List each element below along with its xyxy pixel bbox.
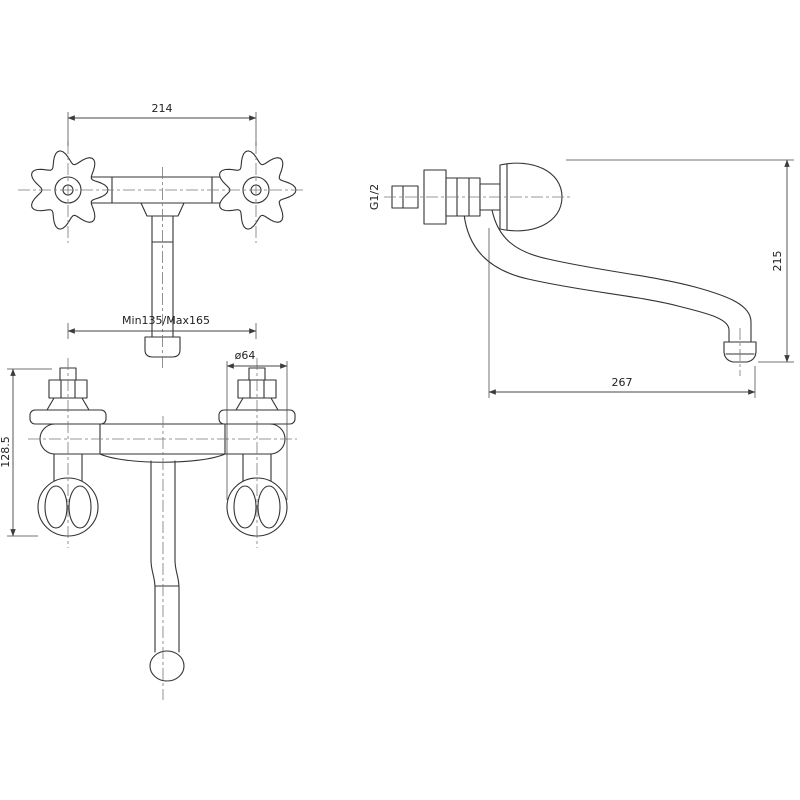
body (39, 423, 286, 483)
dimension-label-diameter: ø64 (235, 349, 256, 362)
left-handle-facet (68, 485, 92, 529)
dimension-label-thread: G1/2 (368, 184, 381, 210)
outlet-nozzle (144, 336, 181, 358)
dimension-spout-reach: 267 (488, 228, 756, 398)
body-bulge (99, 453, 226, 463)
dimension-label-214: 214 (152, 102, 173, 115)
dimension-connection-range: Min135/Max165 (67, 314, 257, 339)
spout (149, 460, 185, 682)
left-handle-facet (44, 485, 68, 529)
dimension-body-height: 128.5 (0, 368, 52, 537)
dimension-label-128-5: 128.5 (0, 436, 12, 468)
centerlines (28, 358, 297, 700)
centerlines (18, 142, 305, 368)
hex-nut (48, 379, 88, 399)
dimension-label-215: 215 (771, 251, 784, 272)
centerlines (384, 196, 741, 376)
collar (140, 202, 185, 217)
right-handle-facet (257, 485, 281, 529)
spout (463, 209, 757, 363)
right-handle-facet (233, 485, 257, 529)
front-view-round-handles: 128.5 ø64 (0, 349, 297, 700)
spout-outlet-ring (149, 650, 185, 682)
spout-tube-left (150, 460, 156, 653)
dimension-label-267: 267 (612, 376, 633, 389)
spout-lower-line (463, 213, 730, 343)
dimension-front-width: 214 (67, 102, 257, 146)
dimension-label-min-max: Min135/Max165 (122, 314, 210, 327)
spout-tube-right (174, 460, 180, 653)
front-view-cross-handles: 214 Min135/Max165 (18, 102, 305, 368)
handles (37, 477, 288, 537)
side-view: G1/2 215 267 (368, 159, 794, 398)
hex-nut (237, 379, 277, 399)
dimension-total-height: 215 (566, 159, 794, 363)
spout-upper-line (491, 209, 752, 343)
dimension-handle-diameter: ø64 (226, 349, 288, 500)
dimension-thread: G1/2 (368, 184, 381, 210)
